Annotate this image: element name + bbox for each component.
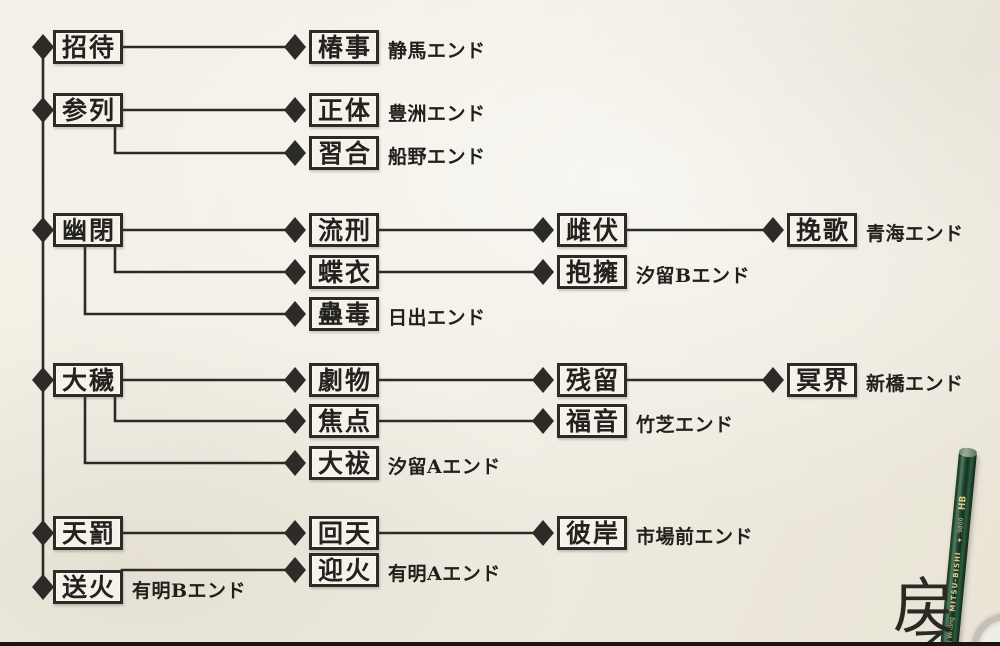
flow-node-higan[interactable]: 彼岸 [557,516,627,550]
flow-node-label: 蠱毒 [317,299,372,329]
flow-node-label: 幽閉 [61,215,116,245]
ending-label-chinji: 静馬エンド [388,40,486,62]
flow-node-heaven[interactable]: 天罰 [53,516,123,550]
flow-node-label: 焦点 [317,406,372,436]
flow-node-label: 彼岸 [565,518,620,548]
flow-node-label: 冥界 [795,365,850,395]
flow-node-syncretism[interactable]: 習合 [309,136,379,170]
flow-node-exile[interactable]: 流刑 [309,213,379,247]
ending-label-embrace: 汐留Bエンド [636,265,751,287]
flow-node-label: 椿事 [317,32,372,62]
ending-label-welcomefire: 有明Aエンド [388,563,501,585]
flow-node-defile[interactable]: 大穢 [53,363,123,397]
flow-node-focus[interactable]: 焦点 [309,404,379,438]
ending-label-syncretism: 船野エンド [388,146,486,168]
flow-node-butterfly[interactable]: 蝶衣 [309,255,379,289]
pencil-grade-text: HB [957,495,969,511]
ending-label-higan: 市場前エンド [636,526,754,548]
flow-node-dormancy[interactable]: 雌伏 [557,213,627,247]
bottom-letterbox [0,642,1000,646]
ending-label-curse: 日出エンド [388,307,486,329]
flow-node-invite[interactable]: 招待 [53,30,123,64]
flow-node-curse[interactable]: 蠱毒 [309,297,379,331]
flow-node-elegy[interactable]: 挽歌 [787,213,857,247]
flow-node-label: 蝶衣 [317,257,372,287]
flow-node-remain[interactable]: 残留 [557,363,627,397]
flow-node-toxic[interactable]: 劇物 [309,363,379,397]
pencil-logo-icon: ✦ [955,535,964,544]
flow-node-label: 抱擁 [565,257,620,287]
ending-label-netherworld: 新橋エンド [866,373,964,395]
back-button-second-char[interactable]: る [903,626,957,646]
flow-node-embrace[interactable]: 抱擁 [557,255,627,289]
flow-node-label: 招待 [61,32,116,62]
flow-node-label: 参列 [61,95,116,125]
flow-node-seclude[interactable]: 幽閉 [53,213,123,247]
flow-node-gospel[interactable]: 福音 [557,404,627,438]
flow-node-label: 大穢 [61,365,116,395]
flow-node-attend[interactable]: 参列 [53,93,123,127]
flow-node-identity[interactable]: 正体 [309,93,379,127]
flow-node-label: 正体 [317,95,372,125]
flow-node-chinji[interactable]: 椿事 [309,30,379,64]
flow-node-label: 流刑 [317,215,372,245]
flow-node-label: 天罰 [61,518,116,548]
back-button[interactable]: 戻 [893,570,956,643]
flow-node-label: 福音 [565,406,620,436]
flow-node-label: 大祓 [317,448,372,478]
ending-label-identity: 豊洲エンド [388,103,486,125]
pencil-model-text: 9800 [956,517,966,534]
ending-label-gospel: 竹芝エンド [636,414,734,436]
flow-node-purge[interactable]: 大祓 [309,446,379,480]
flow-node-label: 習合 [317,138,372,168]
flow-node-label: 挽歌 [795,215,850,245]
flow-node-sendfire[interactable]: 送火 [53,570,123,604]
flow-node-label: 雌伏 [565,215,620,245]
ending-label-elegy: 青海エンド [866,223,964,245]
flow-node-label: 残留 [565,365,620,395]
flow-node-kaiten[interactable]: 回天 [309,516,379,550]
flow-node-label: 回天 [317,518,372,548]
flow-node-label: 迎火 [317,555,372,585]
flow-node-label: 送火 [61,572,116,602]
flow-node-welcomefire[interactable]: 迎火 [309,553,379,587]
flow-node-label: 劇物 [317,365,372,395]
flow-node-netherworld[interactable]: 冥界 [787,363,857,397]
ending-label-sendfire: 有明Bエンド [132,580,247,602]
ending-label-purge: 汐留Aエンド [388,456,501,478]
